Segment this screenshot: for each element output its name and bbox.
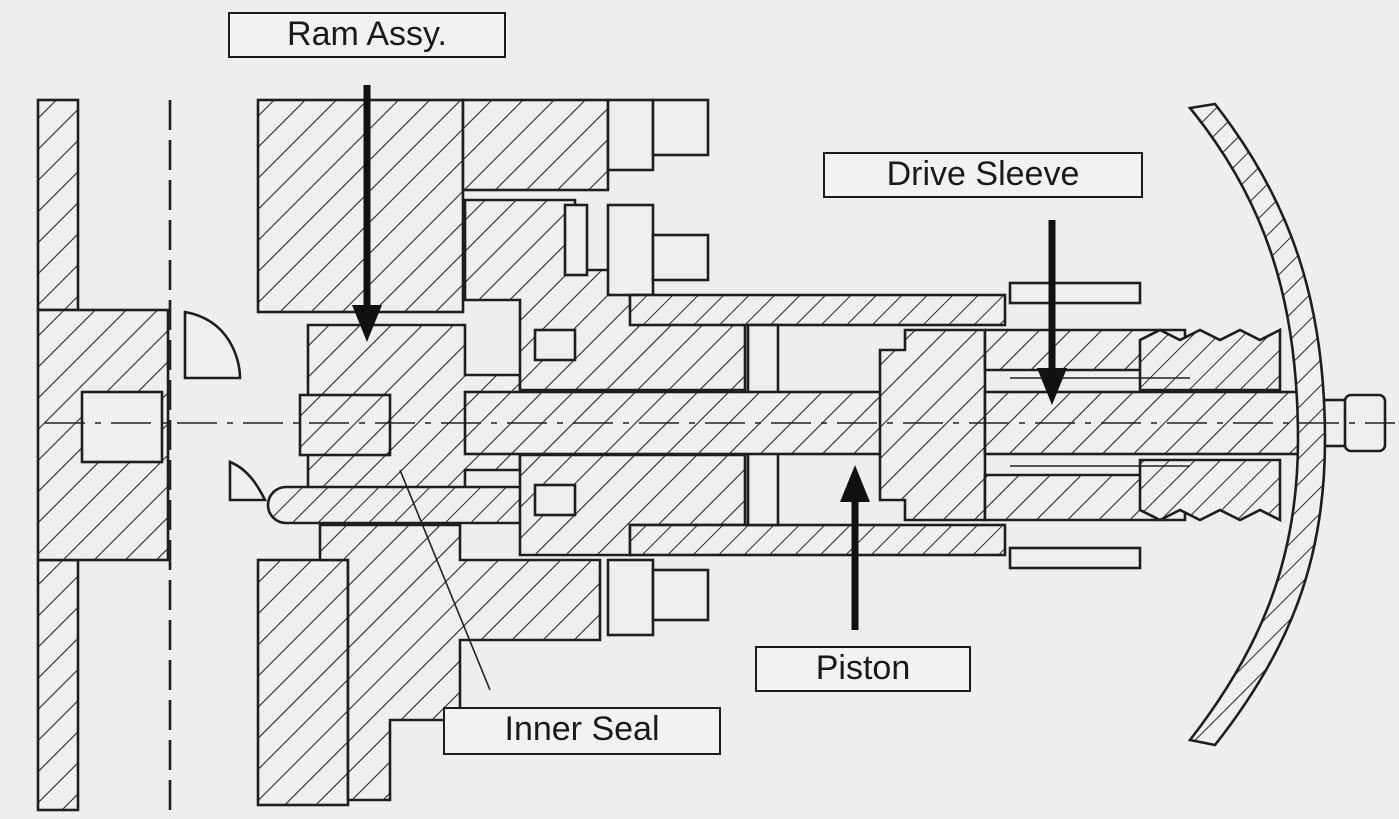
arrow-ram-assy	[352, 85, 382, 342]
left-housing	[36, 98, 172, 812]
ram-assy-label: Ram Assy.	[228, 12, 506, 58]
cylinder-tube	[628, 293, 1007, 557]
lower-body	[256, 523, 710, 807]
center-housing	[463, 198, 747, 557]
inner-seal-label: Inner Seal	[443, 707, 721, 755]
leader-inner-seal	[399, 469, 491, 691]
upper-block	[256, 98, 710, 314]
piston-label: Piston	[755, 646, 971, 692]
arrow-piston	[840, 465, 870, 630]
drive-sleeve-label: Drive Sleeve	[823, 152, 1143, 198]
arrow-drive-sleeve	[1037, 220, 1067, 405]
curved-guard	[1187, 102, 1327, 747]
